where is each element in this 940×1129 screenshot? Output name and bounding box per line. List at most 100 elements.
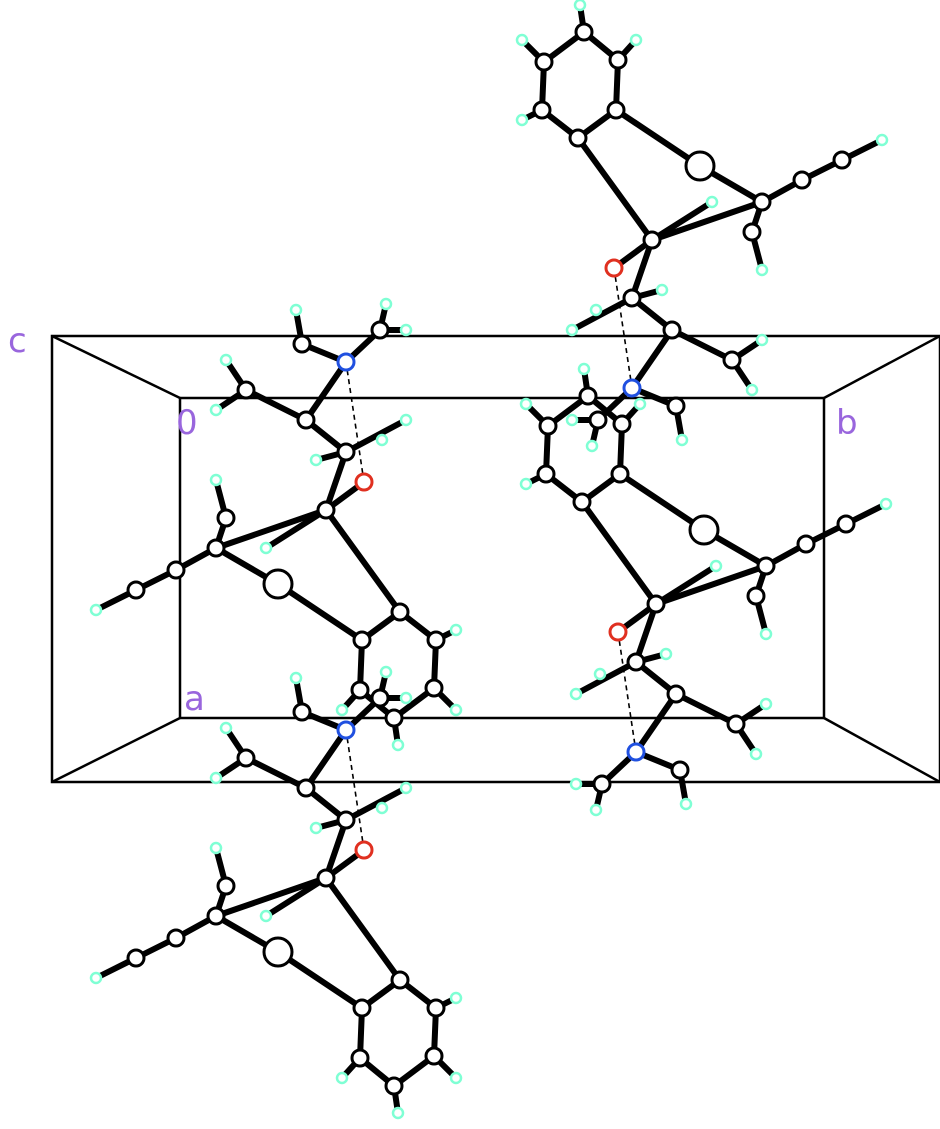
atom-carbon [792, 170, 812, 190]
bond [629, 237, 655, 301]
atom-carbon [666, 684, 686, 704]
atom-carbon [608, 50, 628, 70]
atom-carbon [670, 760, 690, 780]
atom-carbon [424, 678, 444, 698]
atom-carbon [796, 534, 816, 554]
bond [243, 387, 309, 423]
bond [263, 507, 329, 551]
atom-carbon [424, 1046, 444, 1066]
atom-carbon [296, 410, 316, 430]
bond [579, 499, 659, 607]
atom-hydrogen [593, 667, 607, 681]
atom-hydrogen [759, 697, 773, 711]
atom-carbon [336, 810, 356, 830]
atom-hydrogen [379, 665, 393, 679]
atom-carbon [836, 514, 856, 534]
atom-hydrogen [399, 781, 413, 795]
atom-hydrogen [749, 747, 763, 761]
atom-carbon [592, 774, 612, 794]
atom-carbon [236, 380, 256, 400]
atom-hydrogen [375, 433, 389, 447]
atom-hydrogen [519, 397, 533, 411]
bond [275, 581, 365, 643]
atom-oxygen [354, 840, 374, 860]
atom-hydrogen [209, 473, 223, 487]
bond [653, 563, 769, 607]
bond [243, 755, 309, 791]
atom-hydrogen [259, 909, 273, 923]
atom-carbon [688, 514, 720, 546]
atom-hydrogen [391, 738, 405, 752]
atom-carbon [292, 334, 312, 354]
atom-hydrogen [589, 803, 603, 817]
atom-hydrogen [391, 1106, 405, 1120]
atom-hydrogen [209, 403, 223, 417]
atom-carbon [574, 22, 594, 42]
atom-hydrogen [289, 303, 303, 317]
bond [649, 199, 715, 243]
atom-hydrogen [879, 497, 893, 511]
atom-carbon [336, 442, 356, 462]
atom-carbon [426, 630, 446, 650]
molecule-top-right [515, 0, 889, 453]
atom-carbon [832, 150, 852, 170]
bond [343, 417, 409, 455]
atom-carbon [370, 320, 390, 340]
bond [629, 327, 675, 391]
atom-carbon [726, 714, 746, 734]
atom-carbon [622, 288, 642, 308]
atom-oxygen [354, 472, 374, 492]
atom-hydrogen [399, 691, 413, 705]
atom-hydrogen [335, 1071, 349, 1085]
atom-carbon [684, 150, 716, 182]
bond [275, 949, 365, 1011]
atom-carbon [350, 680, 370, 700]
atom-hydrogen [309, 821, 323, 835]
atom-hydrogen [449, 703, 463, 717]
bond [323, 875, 403, 983]
bond [323, 507, 403, 615]
atom-carbon [292, 702, 312, 722]
atom-hydrogen [89, 971, 103, 985]
atom-carbon [262, 568, 294, 600]
atom-carbon [532, 100, 552, 120]
atom-carbon [166, 560, 186, 580]
atom-carbon [216, 876, 236, 896]
atom-hydrogen [745, 383, 759, 397]
atom-carbon [572, 492, 592, 512]
atom-hydrogen [679, 797, 693, 811]
hydrogen-bond [617, 631, 637, 753]
atom-carbon [646, 594, 666, 614]
atom-hydrogen [209, 771, 223, 785]
atom-hydrogen [655, 283, 669, 297]
atom-carbon [352, 998, 372, 1018]
bond [303, 727, 349, 791]
atom-carbon [384, 1076, 404, 1096]
atom-hydrogen [399, 413, 413, 427]
atom-carbon [752, 192, 772, 212]
atom-hydrogen [705, 195, 719, 209]
atom-carbon [370, 688, 390, 708]
atom-carbon [662, 320, 682, 340]
atom-hydrogen [675, 433, 689, 447]
bond [673, 691, 739, 727]
hydrogen-bond [613, 267, 633, 389]
atom-carbon [746, 586, 766, 606]
atom-hydrogen [289, 671, 303, 685]
atom-carbon [216, 508, 236, 528]
bond [343, 785, 409, 823]
bond [633, 691, 679, 755]
atom-carbon [126, 948, 146, 968]
atom-nitrogen [336, 352, 356, 372]
atom-carbon [612, 414, 632, 434]
atom-carbon [390, 602, 410, 622]
atom-carbon [568, 128, 588, 148]
atom-hydrogen [633, 397, 647, 411]
atom-hydrogen [399, 323, 413, 337]
atom-hydrogen [379, 297, 393, 311]
bond [323, 449, 349, 513]
atom-carbon [722, 350, 742, 370]
atom-hydrogen [759, 627, 773, 641]
axis-label-b: b [836, 403, 858, 443]
bond [213, 875, 329, 919]
